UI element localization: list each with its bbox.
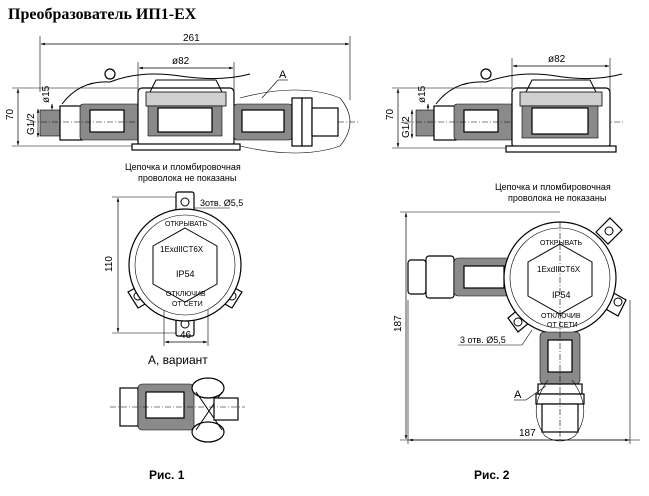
- fig1-variant-a: А, вариант: [110, 353, 245, 443]
- fig2-dim-vertical: 187: [393, 315, 404, 332]
- fig1-plate-disconnect1: ОТКЛЮЧИВ: [166, 291, 206, 298]
- fig2-dim-height: 70: [385, 108, 396, 120]
- fig1-dim-width-bottom: 46: [180, 330, 192, 341]
- fig1-variant-label: А, вариант: [148, 353, 208, 367]
- fig2-side-view: ø82 70 G1/2 ø15: [385, 54, 625, 153]
- fig2-note-line1: Цепочка и пломбировочная: [495, 182, 611, 192]
- fig1-dim-height-top: 110: [104, 256, 115, 272]
- fig2-dim-horizontal: 187: [519, 428, 536, 439]
- figure2-caption: Рис. 2: [474, 468, 510, 482]
- fig1-plate-ip: IP54: [176, 269, 195, 279]
- fig1-callout-a: А: [279, 69, 287, 81]
- fig1-dim-length: 261: [183, 33, 200, 44]
- fig2-dim-diameter: ø82: [548, 54, 566, 65]
- fig1-dim-small-diameter: ø15: [41, 85, 52, 103]
- fig1-plate-disconnect2: ОТ СЕТИ: [172, 301, 203, 308]
- fig1-holes-label: 3отв. Ø5,5: [200, 198, 243, 208]
- fig2-plate-disconnect1: ОТКЛЮЧИВ: [541, 313, 581, 320]
- fig2-thread-label: G1/2: [401, 116, 412, 138]
- fig2-note-line2: проволока не показаны: [508, 193, 606, 203]
- fig2-holes-label: 3 отв. Ø5,5: [460, 335, 506, 345]
- fig2-plate-open: ОТКРЫВАТЬ: [540, 240, 582, 247]
- fig1-note-line1: Цепочка и пломбировочная: [125, 162, 241, 172]
- fig1-thread-label: G1/2: [26, 113, 37, 135]
- fig2-plate-marking: 1ExdIICT6X: [537, 265, 581, 274]
- fig1-plate-open: ОТКРЫВАТЬ: [165, 221, 207, 228]
- fig1-dim-height: 70: [5, 108, 16, 120]
- fig2-callout-a: А: [514, 389, 522, 401]
- fig1-note-line2: проволока не показаны: [138, 173, 236, 183]
- fig1-dim-diameter: ø82: [172, 56, 190, 67]
- fig1-top-view: Цепочка и пломбировочная проволока не по…: [104, 162, 243, 346]
- figure1-caption: Рис. 1: [149, 468, 185, 482]
- page-title: Преобразователь ИП1-ЕХ: [8, 6, 197, 23]
- fig2-plate-ip: IP54: [552, 290, 571, 300]
- fig2-dim-small-diameter: ø15: [417, 85, 428, 103]
- fig2-plate-disconnect2: ОТ СЕТИ: [547, 322, 578, 329]
- fig1-plate-marking: 1ExdIICT6X: [160, 245, 204, 254]
- fig2-top-view: Цепочка и пломбировочная проволока не по…: [393, 182, 640, 444]
- fig1-side-view: 261 ø82 70 G1/2 ø15: [5, 33, 360, 154]
